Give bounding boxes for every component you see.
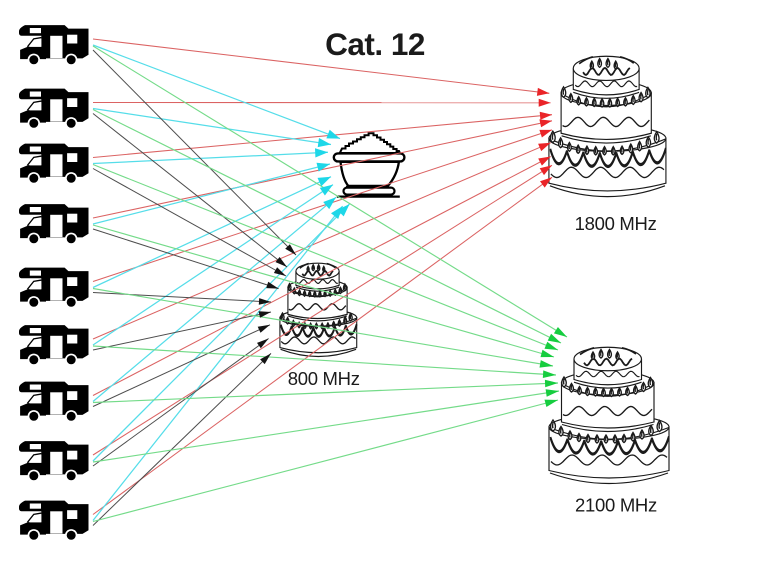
svg-text:1800 MHz: 1800 MHz [575, 213, 657, 234]
svg-text:800 MHz: 800 MHz [288, 368, 360, 389]
svg-text:Cat. 12: Cat. 12 [325, 26, 425, 62]
svg-text:2100 MHz: 2100 MHz [575, 495, 657, 516]
